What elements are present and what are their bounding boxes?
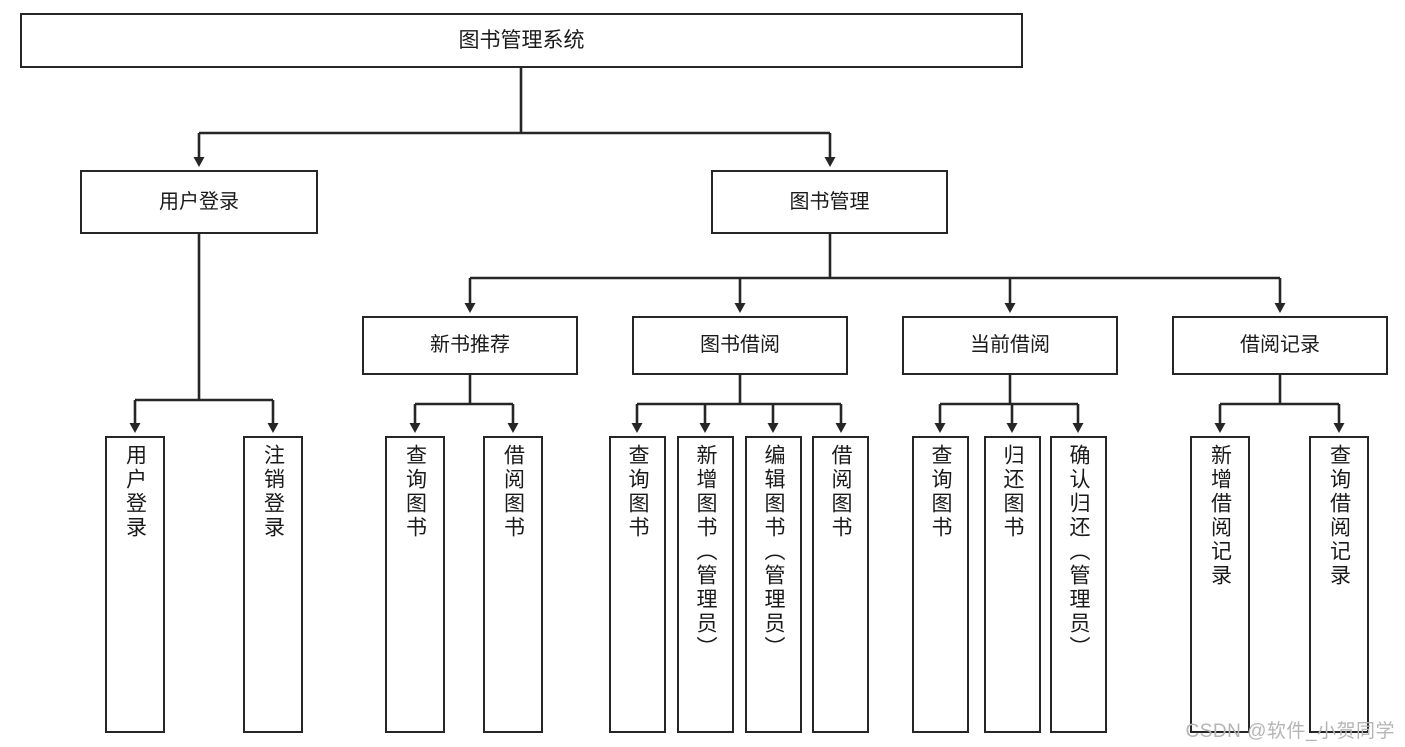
node-label: 图书借阅 bbox=[700, 334, 780, 357]
node-label: 用户登录 bbox=[123, 444, 147, 540]
node-label: 新增图书（管理员） bbox=[694, 444, 717, 660]
node-current-borrow[interactable]: 当前借阅 bbox=[902, 316, 1118, 375]
node-root-system[interactable]: 图书管理系统 bbox=[20, 13, 1023, 68]
node-label: 归还图书 bbox=[1001, 444, 1024, 540]
leaf-query-record[interactable]: 查询借阅记录 bbox=[1309, 436, 1369, 733]
csdn-watermark: CSDN @软件_小贺同学 bbox=[1185, 721, 1395, 742]
node-label: 查询图书 bbox=[626, 444, 649, 540]
node-label: 新增借阅记录 bbox=[1208, 444, 1232, 588]
node-borrow-record[interactable]: 借阅记录 bbox=[1172, 316, 1388, 375]
node-book-borrow[interactable]: 图书借阅 bbox=[632, 316, 848, 375]
leaf-user-login[interactable]: 用户登录 bbox=[105, 436, 165, 733]
leaf-query-book-1[interactable]: 查询图书 bbox=[385, 436, 445, 733]
leaf-borrow-book-1[interactable]: 借阅图书 bbox=[483, 436, 543, 733]
node-new-book-rec[interactable]: 新书推荐 bbox=[362, 316, 578, 375]
node-label: 借阅图书 bbox=[501, 444, 525, 540]
node-label: 注销登录 bbox=[261, 444, 285, 540]
node-label: 查询图书 bbox=[403, 444, 427, 540]
leaf-borrow-book-2[interactable]: 借阅图书 bbox=[812, 436, 869, 733]
node-user-login[interactable]: 用户登录 bbox=[80, 170, 318, 234]
leaf-edit-book[interactable]: 编辑图书（管理员） bbox=[745, 436, 802, 733]
node-label: 借阅记录 bbox=[1240, 334, 1320, 357]
node-label: 确认归还（管理员） bbox=[1067, 444, 1090, 660]
leaf-user-logout[interactable]: 注销登录 bbox=[243, 436, 303, 733]
leaf-add-book[interactable]: 新增图书（管理员） bbox=[677, 436, 734, 733]
node-label: 图书管理 bbox=[789, 190, 870, 213]
node-label: 用户登录 bbox=[159, 190, 239, 213]
node-book-manage[interactable]: 图书管理 bbox=[711, 170, 948, 234]
node-label: 编辑图书（管理员） bbox=[762, 444, 785, 660]
leaf-add-record[interactable]: 新增借阅记录 bbox=[1190, 436, 1250, 733]
leaf-query-book-2[interactable]: 查询图书 bbox=[609, 436, 666, 733]
node-label: 当前借阅 bbox=[970, 334, 1050, 357]
leaf-query-book-3[interactable]: 查询图书 bbox=[912, 436, 969, 733]
node-label: 借阅图书 bbox=[829, 444, 852, 540]
node-label: 新书推荐 bbox=[430, 334, 510, 357]
leaf-return-book[interactable]: 归还图书 bbox=[984, 436, 1041, 733]
leaf-confirm-return[interactable]: 确认归还（管理员） bbox=[1050, 436, 1107, 733]
node-label: 图书管理系统 bbox=[458, 28, 585, 52]
node-label: 查询借阅记录 bbox=[1327, 444, 1351, 588]
node-label: 查询图书 bbox=[929, 444, 952, 540]
